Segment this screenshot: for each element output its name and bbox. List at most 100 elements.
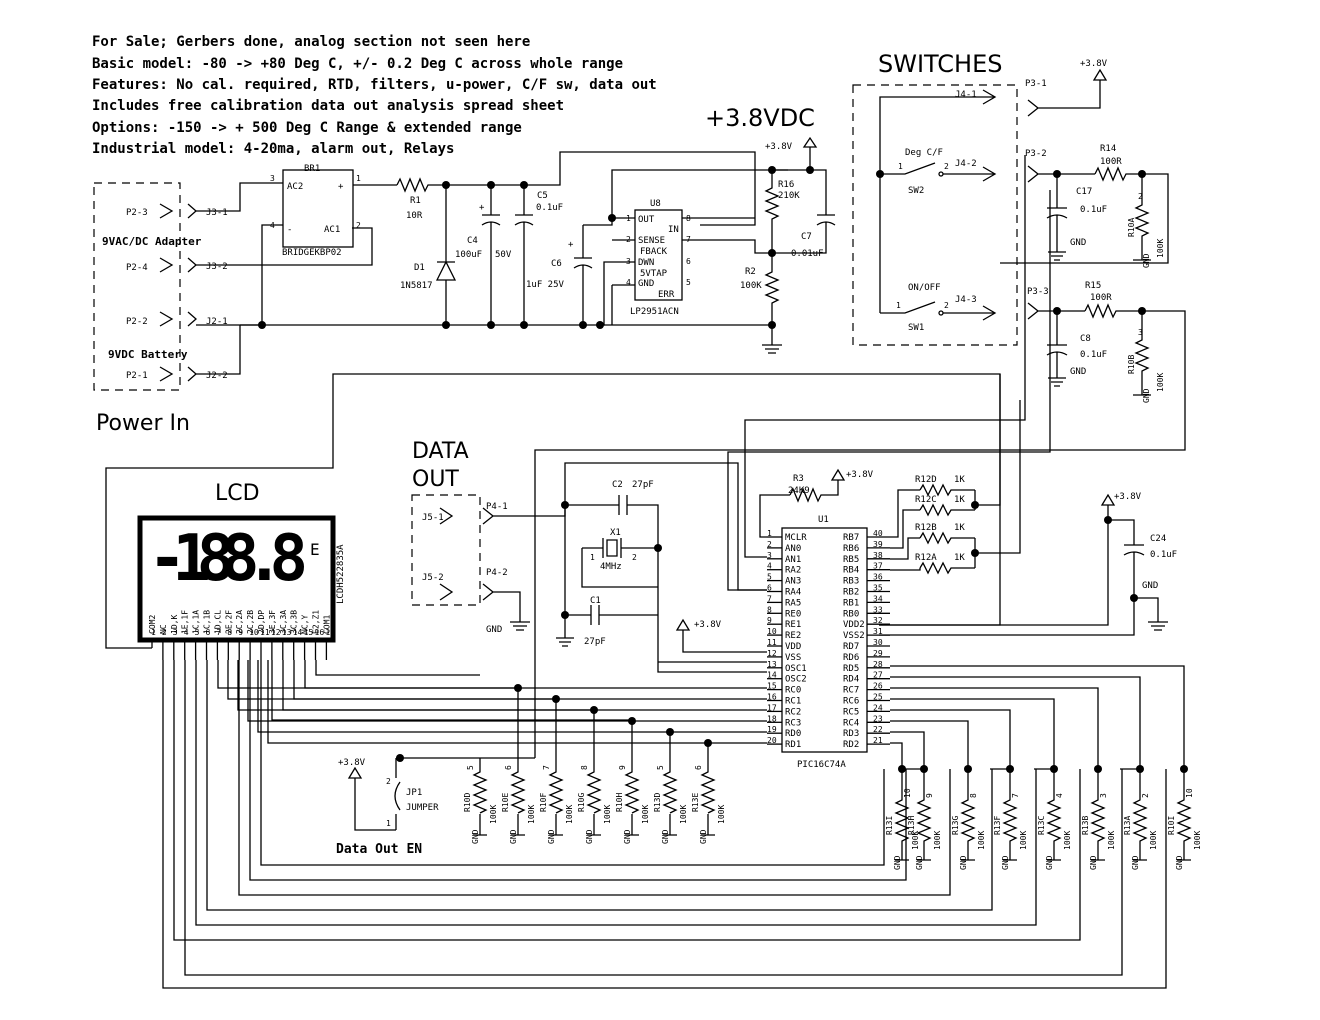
jumper-ref: JP1 (406, 788, 422, 798)
pin-label: FBACK (640, 247, 668, 257)
lcd-pin-num: 12 (271, 628, 281, 637)
wire (975, 374, 1001, 506)
pulldown-resistor (586, 710, 602, 814)
resistor-value: 10R (406, 211, 423, 221)
cap-voltage: 50V (495, 250, 512, 260)
jack-label: J5-2 (422, 573, 444, 583)
pin-label: DWN (638, 258, 654, 268)
lcd-segment-label: 1C,1A (192, 610, 201, 634)
regulator-u8: U8 OUT IN SENSE FBACK DWN 5VTAP GND ERR … (603, 136, 836, 354)
gnd-label: GND (1142, 253, 1151, 268)
resistor-value: 100K (1156, 239, 1165, 258)
gnd-stub (625, 814, 639, 836)
pin-num: 9 (925, 793, 934, 798)
mcu-pin-label: VDD2 (843, 620, 865, 630)
lcd-segment-label: E2,Z1 (312, 610, 321, 634)
mcu-pin-num: 27 (873, 671, 883, 680)
switches-heading: SWITCHES (878, 50, 1003, 78)
resistor-ref: R13C (1037, 816, 1046, 835)
resistor-ref: R14 (1100, 144, 1116, 154)
r12-resistor (919, 561, 975, 575)
jack-label: J2-1 (206, 317, 228, 327)
mcu-pin-label: VDD (785, 642, 801, 652)
resistor-ref: R13F (993, 816, 1002, 835)
gnd-stub (587, 814, 601, 836)
pin-num: 3 (1099, 793, 1108, 798)
pulldown-resistor (1046, 769, 1062, 861)
mcu-pin-label: RB2 (843, 588, 859, 598)
mcu-pin-label: RE2 (785, 631, 801, 641)
battery-label: 9VDC Battery (108, 348, 188, 361)
pulldown-resistor (510, 688, 526, 814)
resistor-value: 100K (740, 281, 762, 291)
adapter-label: 9VAC/DC Adapter (102, 235, 202, 248)
gnd-label: GND (959, 855, 968, 870)
mcu-pin-num: 2 (767, 540, 772, 549)
connector-label: P4-1 (486, 502, 508, 512)
pulldown-resistor (1002, 769, 1018, 861)
mcu-pin-label: RD0 (785, 729, 801, 739)
mcu-pin-num: 18 (767, 714, 777, 723)
bridge-part: BRIDGEKBP02 (282, 248, 342, 258)
supply-label: +3.8V (846, 470, 874, 480)
wire (260, 660, 885, 866)
mcu-pin-num: 15 (767, 682, 777, 691)
mcu-pin-label: OSC1 (785, 664, 807, 674)
wire (890, 665, 1185, 769)
mcu-left-pins: MCLR1AN02AN13RA24AN35RA46RA57RE08RE19RE2… (217, 155, 1051, 750)
pin-label: OUT (638, 215, 655, 225)
pin-num: 7 (1011, 793, 1020, 798)
pin-num: 3 (270, 174, 275, 183)
power-input-section: P2-3 P2-4 P2-2 P2-1 9VAC/DC Adapter 9VDC… (93, 151, 756, 391)
wire (315, 660, 480, 676)
mcu-pin-label: RD3 (843, 729, 859, 739)
switch-ref: SW1 (908, 323, 924, 333)
pin-num: 1 (590, 553, 595, 562)
cap-value: 0.1uF (1080, 350, 1107, 360)
lcd-digits: -188.8 (148, 522, 308, 596)
resistor-value: 100K (489, 805, 498, 824)
pin-num: 2 (356, 221, 361, 230)
mcu-pin-num: 14 (767, 671, 777, 680)
note-line: Includes free calibration data out analy… (92, 98, 564, 114)
cap-value: 100uF (455, 250, 482, 260)
resistor-ref: R13D (653, 793, 662, 812)
pulldown-resistor (662, 732, 678, 814)
resistor-value: 100K (1019, 831, 1028, 850)
resistor-ref: R15 (1085, 281, 1101, 291)
jack-label: J5-1 (422, 513, 444, 523)
mcu-pin-num: 26 (873, 682, 883, 691)
mcu-pin-num: 34 (873, 594, 883, 603)
pin-label: + (338, 182, 344, 192)
wire (890, 731, 925, 769)
pulldown-resistor (916, 769, 932, 861)
wire (173, 660, 1081, 941)
mcu-pin-num: 33 (873, 605, 883, 614)
cap-ref: C24 (1150, 534, 1166, 544)
pin-num: 10 (1185, 788, 1194, 798)
cap-ref: C4 (467, 236, 478, 246)
supply-label: +3.8V (1114, 492, 1142, 502)
resistor-ref: R3 (793, 474, 804, 484)
connector-label: P4-2 (486, 568, 508, 578)
wire (890, 509, 920, 549)
lcd-pin-num: 17 (325, 628, 335, 637)
connector-label: P3-3 (1027, 287, 1049, 297)
mcu-pin-label: VSS2 (843, 631, 865, 641)
ic-ref: U8 (650, 199, 661, 209)
mcu-pin-num: 31 (873, 627, 883, 636)
lcd-part: LCDH522835A (336, 544, 346, 604)
mcu-pin-num: 28 (873, 660, 883, 669)
mcu-pin-label: RB5 (843, 555, 859, 565)
wire (890, 489, 920, 538)
pin-num: 5 (686, 278, 691, 287)
resistor-ref: R10E (501, 793, 510, 812)
pin-num: 2 (632, 553, 637, 562)
r12-resistor (919, 531, 975, 545)
pin-num: 1 (356, 174, 361, 183)
wire (267, 660, 767, 744)
pin-num: 2 (1138, 192, 1143, 201)
